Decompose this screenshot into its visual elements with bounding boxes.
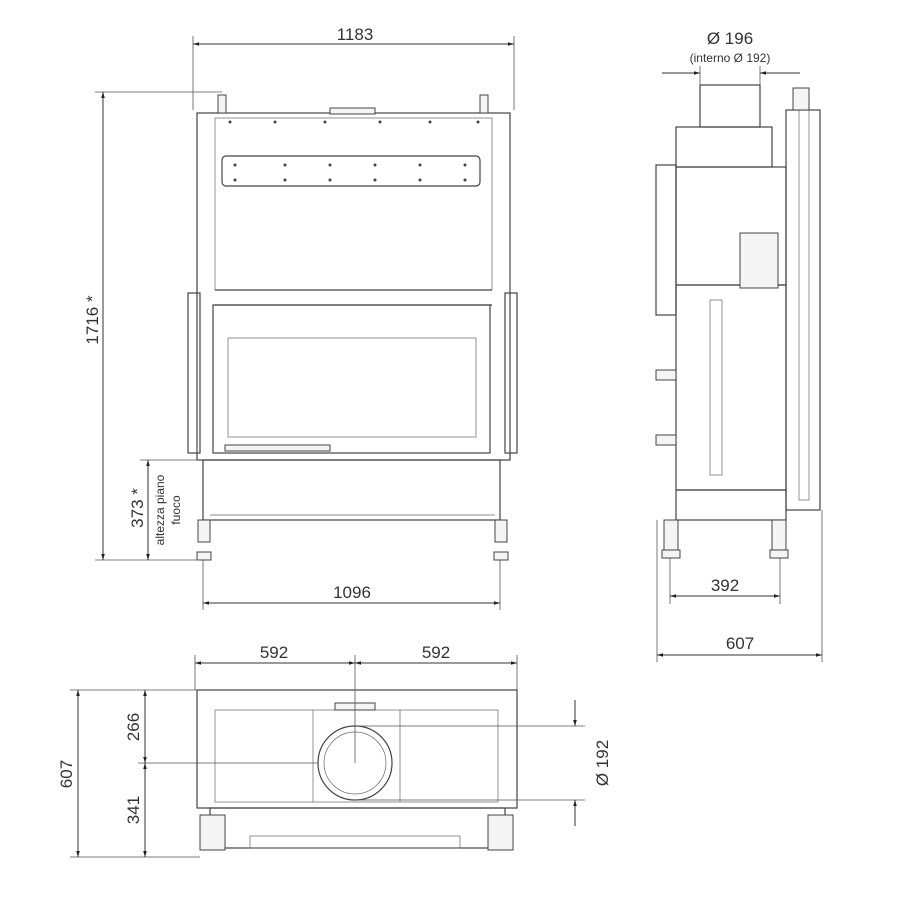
top-view: 592 592 607 266 341 Ø 192 <box>57 643 612 858</box>
dim-feet-depth: 392 <box>711 576 739 595</box>
dim-feet-width: 1096 <box>333 583 371 602</box>
dim-total-height: 1716 * <box>83 295 102 345</box>
dim-flue-to-back: 341 <box>124 796 143 824</box>
front-view: 1183 1716 * 373 * altezza piano fuoco 10… <box>83 25 518 610</box>
dim-fire-height: 373 * <box>128 488 147 528</box>
dim-half-width-left: 592 <box>260 643 288 662</box>
dim-top-flue-diameter: Ø 192 <box>593 740 612 786</box>
dim-top-depth: 607 <box>57 760 76 788</box>
dim-total-depth: 607 <box>726 634 754 653</box>
flue-inner-note: (interno Ø 192) <box>690 51 771 65</box>
fire-height-label-2: fuoco <box>169 495 183 525</box>
side-view: Ø 196 (interno Ø 192) 392 607 <box>655 29 823 662</box>
dim-front-width: 1183 <box>337 25 374 44</box>
dim-front-to-flue: 266 <box>124 713 143 741</box>
dim-flue-diameter: Ø 196 <box>707 29 753 48</box>
dim-half-width-right: 592 <box>422 643 450 662</box>
fire-height-label-1: altezza piano <box>153 474 167 545</box>
